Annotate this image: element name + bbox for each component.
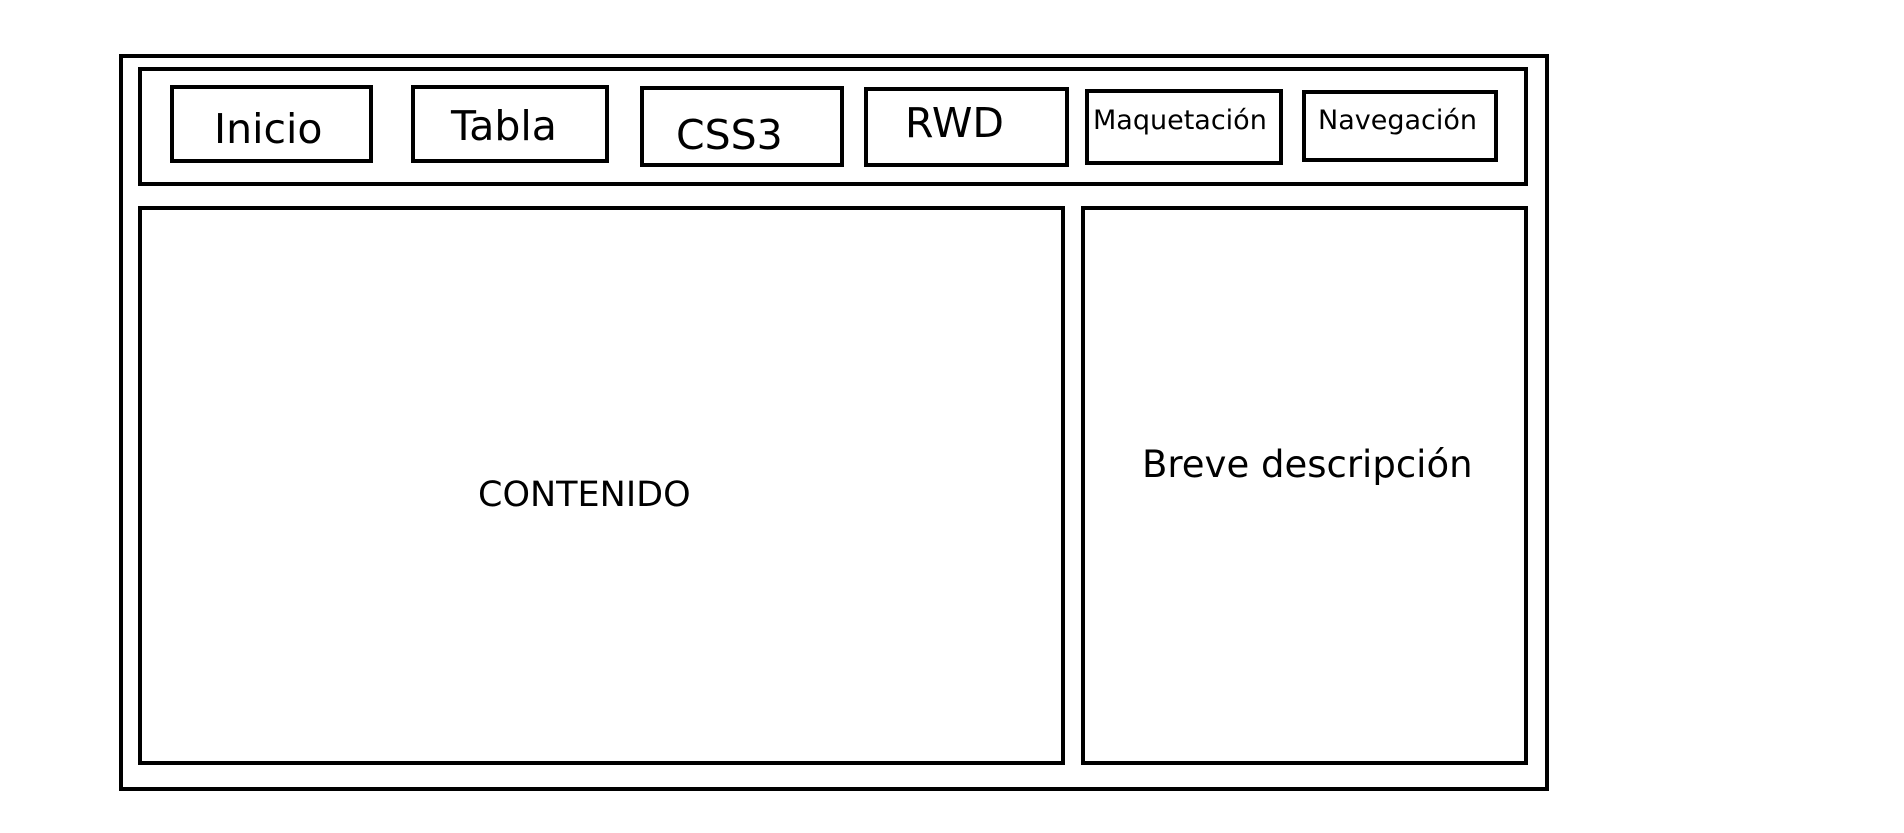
aside-area xyxy=(1081,206,1528,765)
nav-item-tabla-label: Tabla xyxy=(451,102,557,150)
nav-item-navegacion[interactable] xyxy=(1302,90,1498,162)
nav-item-css3[interactable] xyxy=(640,86,844,167)
nav-item-css3-label: CSS3 xyxy=(676,111,783,159)
nav-item-rwd[interactable] xyxy=(864,87,1069,167)
nav-item-maquetacion[interactable] xyxy=(1085,89,1283,165)
nav-item-rwd-label: RWD xyxy=(905,99,1004,147)
content-label: CONTENIDO xyxy=(478,475,691,515)
nav-item-inicio[interactable] xyxy=(170,85,373,163)
nav-item-inicio-label: Inicio xyxy=(214,105,323,153)
content-area xyxy=(138,206,1065,765)
nav-item-navegacion-label: Navegación xyxy=(1318,105,1477,136)
nav-item-tabla[interactable] xyxy=(411,85,609,163)
aside-label: Breve descripción xyxy=(1142,443,1473,486)
nav-item-maquetacion-label: Maquetación xyxy=(1093,105,1267,136)
